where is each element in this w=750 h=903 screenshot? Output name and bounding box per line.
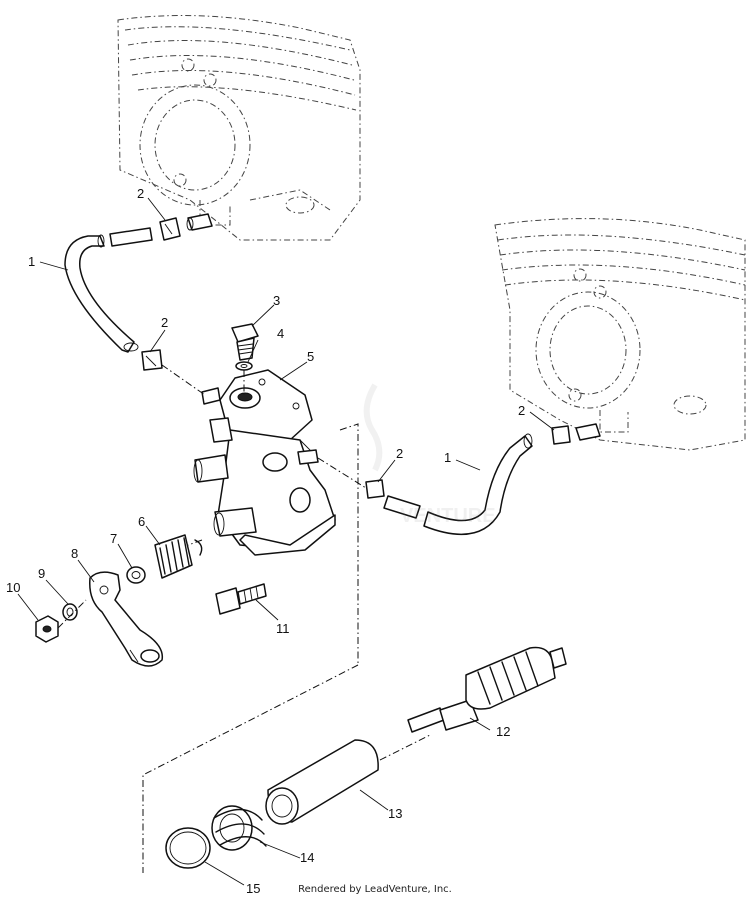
lock-washer — [62, 603, 78, 621]
hose-clamp-right — [551, 425, 571, 445]
callout-13: 13 — [388, 806, 402, 821]
footer-credit: Rendered by LeadVenture, Inc. — [298, 884, 452, 895]
svg-text:VENTURE: VENTURE — [400, 505, 496, 527]
callout-labels: 1 1 2 2 2 2 3 4 5 6 7 8 9 10 11 12 13 14… — [6, 186, 525, 896]
callout-15: 15 — [246, 881, 260, 896]
hex-nut — [35, 615, 59, 643]
callout-1-right: 1 — [444, 450, 451, 465]
callout-2-upper-left: 2 — [137, 186, 144, 201]
gear-sleeve — [265, 739, 379, 825]
pump-inlet-fitting-left — [201, 387, 221, 405]
pump-outlet-fitting-right — [297, 449, 319, 465]
assembly-line-shaft — [379, 734, 431, 761]
callout-4: 4 — [277, 326, 284, 341]
callout-9: 9 — [38, 566, 45, 581]
fitting-upper-left — [186, 213, 213, 231]
callout-14: 14 — [300, 850, 314, 865]
leader-lines — [17, 197, 555, 886]
watermark-logo: VENTURE — [363, 383, 496, 527]
mounting-bolt — [215, 583, 267, 615]
banjo-bolt — [231, 323, 259, 361]
callout-2-center: 2 — [396, 446, 403, 461]
compression-spring — [211, 805, 267, 851]
sealing-washer — [235, 361, 253, 371]
callout-3: 3 — [273, 293, 280, 308]
callout-11: 11 — [276, 621, 290, 636]
assembly-line-drive — [339, 423, 359, 665]
fitting-right — [575, 423, 601, 441]
oil-line-right — [383, 433, 533, 536]
flat-washer — [126, 566, 146, 584]
callout-8: 8 — [71, 546, 78, 561]
oil-line-left — [64, 227, 153, 353]
hose-clamp-upper-left — [159, 217, 181, 241]
assembly-line-hose-center — [317, 457, 367, 489]
callout-6: 6 — [138, 514, 145, 529]
pump-control-lever — [89, 571, 164, 667]
assembly-line-nut — [57, 599, 87, 629]
assembly-line-lower — [142, 664, 359, 873]
callout-2-mid-left: 2 — [161, 315, 168, 330]
engine-cylinder-right — [494, 218, 746, 451]
o-ring — [165, 827, 211, 869]
assembly-line-hose-left — [161, 364, 206, 396]
hose-clamp-center — [365, 479, 385, 499]
callout-1-left: 1 — [28, 254, 35, 269]
callout-5: 5 — [307, 349, 314, 364]
callout-7: 7 — [110, 531, 117, 546]
callout-10: 10 — [6, 580, 20, 595]
hose-clamp-mid-left — [141, 349, 163, 371]
return-spring — [154, 534, 203, 579]
callout-2-right: 2 — [518, 403, 525, 418]
callout-12: 12 — [496, 724, 510, 739]
engine-cylinder-left — [117, 15, 361, 241]
drive-gear-shaft — [407, 646, 567, 733]
